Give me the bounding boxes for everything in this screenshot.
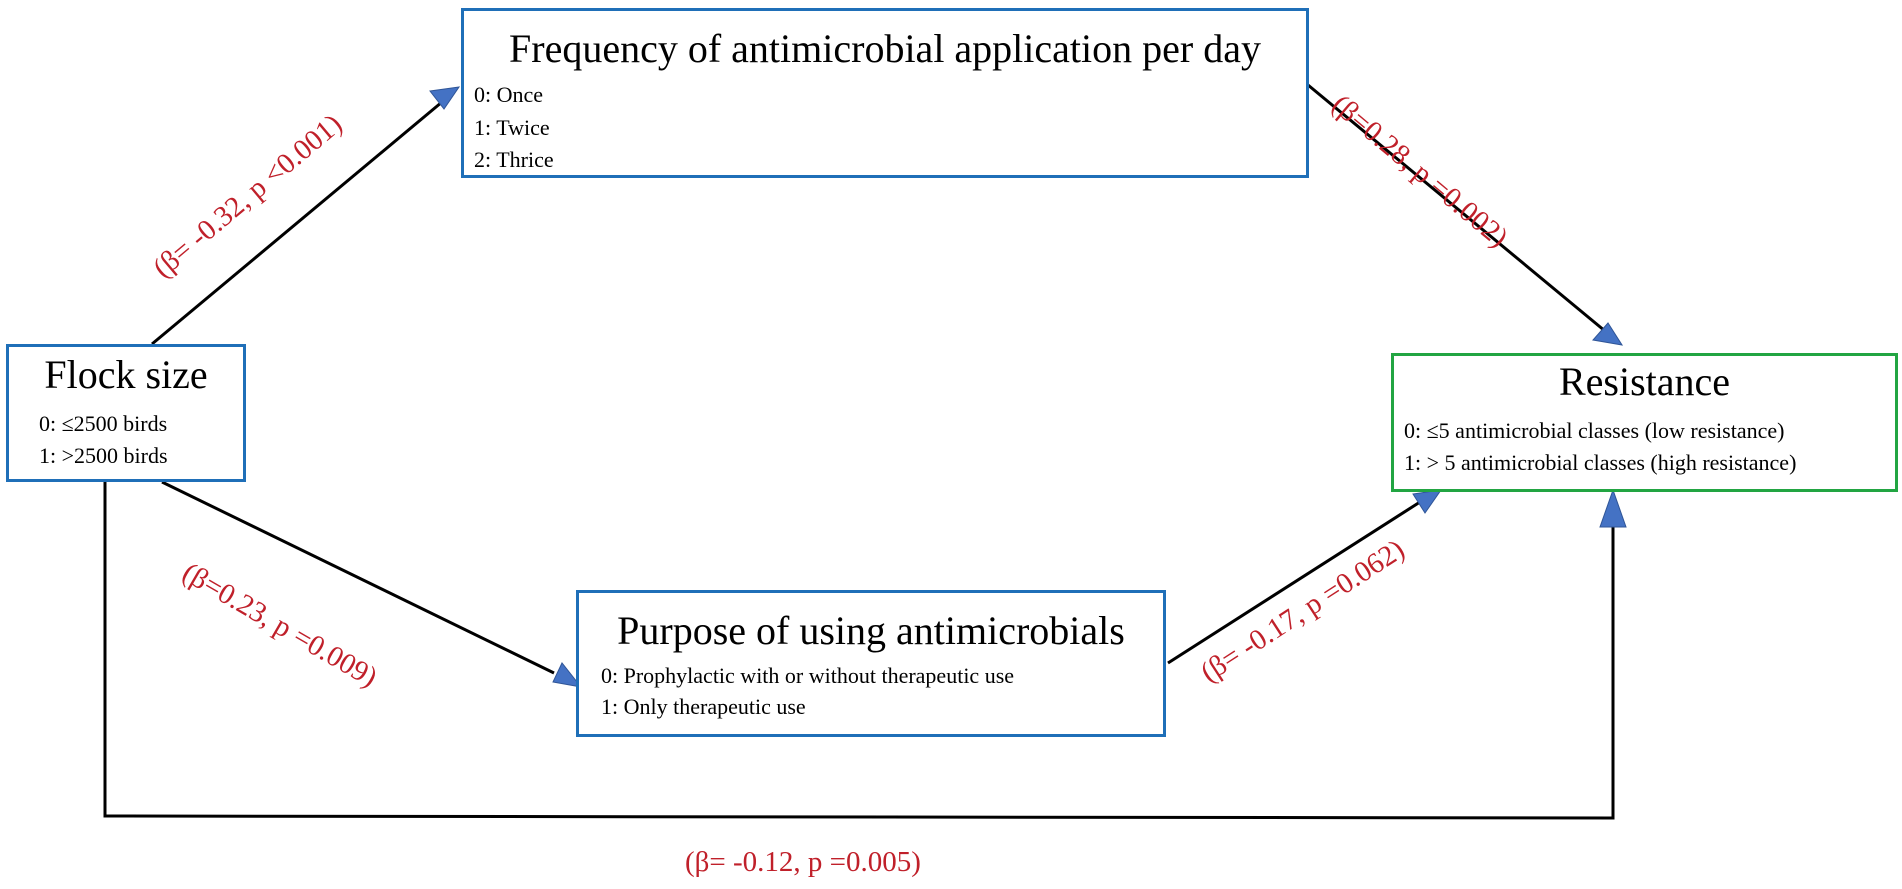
frequency-item-2: 2: Thrice — [474, 147, 554, 172]
flock-size-item-0: 0: ≤2500 birds — [39, 411, 168, 436]
arrowhead-resistance-bottom — [1599, 488, 1627, 528]
purpose-box: Purpose of using antimicrobials 0: Proph… — [576, 590, 1166, 737]
arrowhead-resistance-top — [1592, 322, 1624, 346]
edge-purpose-resistance — [1167, 500, 1421, 665]
frequency-title: Frequency of antimicrobial application p… — [509, 26, 1261, 71]
arrowhead-frequency — [429, 86, 461, 110]
resistance-box: Resistance 0: ≤5 antimicrobial classes (… — [1391, 353, 1898, 492]
frequency-item-0: 0: Once — [474, 82, 544, 107]
resistance-item-0: 0: ≤5 antimicrobial classes (low resista… — [1404, 418, 1785, 443]
resistance-item-1: 1: > 5 antimicrobial classes (high resis… — [1404, 450, 1797, 475]
edge-frequency-resistance — [1307, 83, 1606, 333]
purpose-item-0: 0: Prophylactic with or without therapeu… — [601, 663, 1015, 688]
edge-label-flock-resistance: (β= -0.12, p =0.005) — [685, 846, 921, 878]
frequency-item-1: 1: Twice — [474, 115, 550, 140]
frequency-box: Frequency of antimicrobial application p… — [461, 8, 1309, 178]
flock-size-item-1: 1: >2500 birds — [39, 443, 168, 468]
purpose-title: Purpose of using antimicrobials — [617, 608, 1125, 653]
resistance-title: Resistance — [1558, 359, 1731, 404]
arrowhead-resistance-middle — [1412, 489, 1443, 514]
arrowhead-purpose — [552, 662, 583, 688]
purpose-item-1: 1: Only therapeutic use — [601, 694, 806, 719]
edge-flock-frequency — [151, 100, 443, 346]
flock-size-title: Flock size — [44, 352, 208, 397]
edge-flock-resistance — [103, 482, 1615, 820]
edge-flock-purpose — [161, 480, 555, 675]
flock-size-box: Flock size 0: ≤2500 birds 1: >2500 birds — [6, 344, 246, 482]
